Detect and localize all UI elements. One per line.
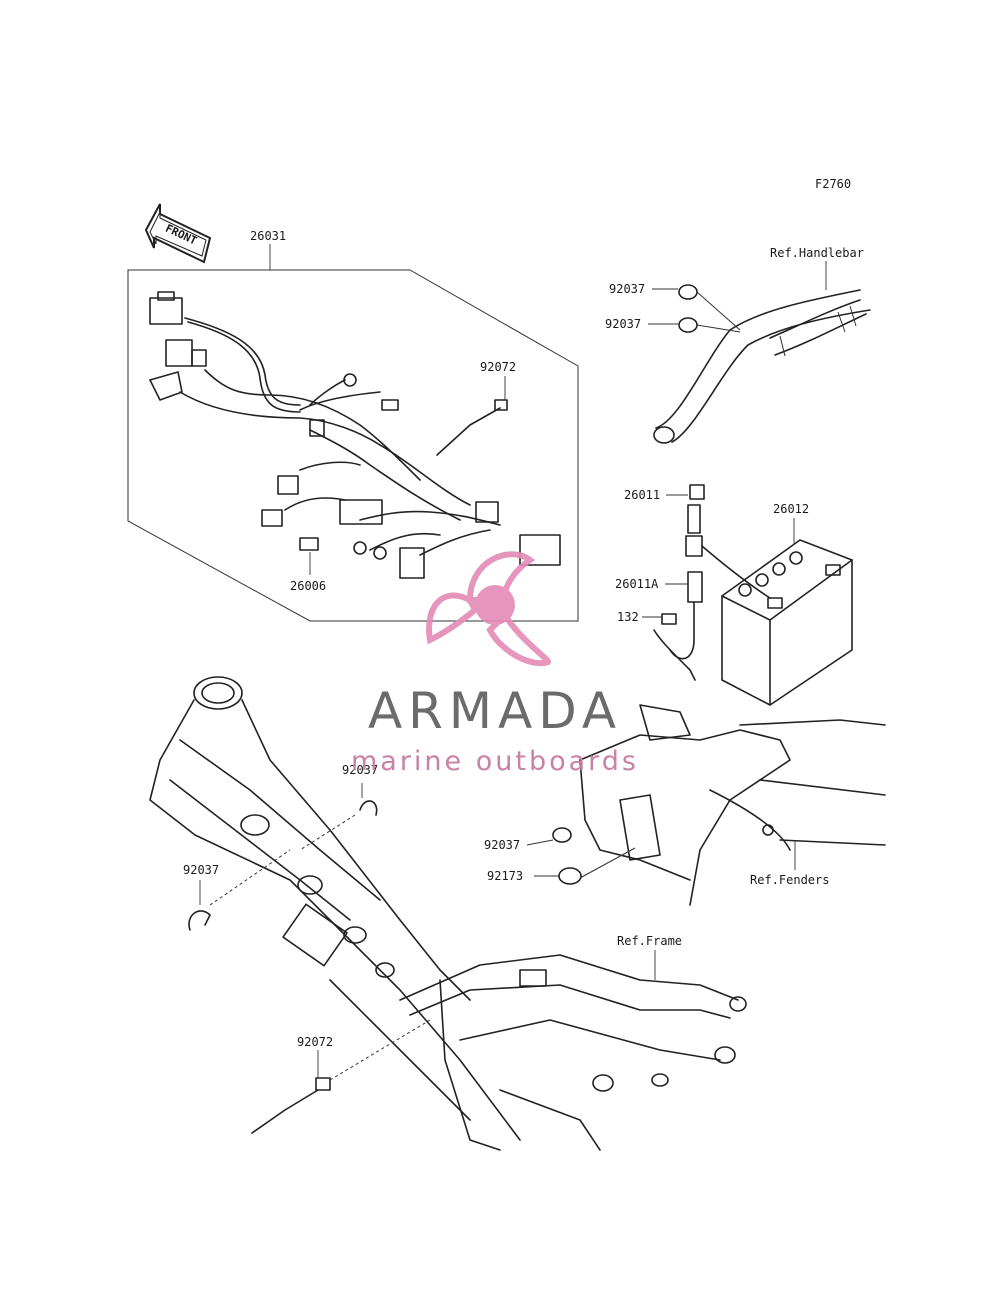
ref-frame-label: Ref.Frame — [617, 934, 682, 948]
figure-code: F2760 — [815, 177, 851, 191]
frame-group: Ref.Frame 92037 92037 92072 — [149, 676, 747, 1151]
callout-92072-harness: 92072 — [480, 360, 516, 374]
front-arrow-icon: FRONT — [144, 203, 212, 264]
armada-watermark: ARMADA marine outboards — [351, 551, 639, 777]
ref-fenders-label: Ref.Fenders — [750, 873, 829, 887]
callout-92037-tray: 92037 — [484, 838, 520, 852]
watermark-tagline: marine outboards — [351, 746, 639, 777]
callout-92037-left: 92037 — [183, 863, 219, 877]
watermark-brand: ARMADA — [368, 682, 622, 740]
handlebar-group: Ref.Handlebar 92037 92037 — [605, 246, 871, 444]
callout-26031: 26031 — [250, 229, 286, 243]
battery-group: 26012 26011 26011A 132 — [615, 484, 853, 706]
callout-132: 132 — [617, 610, 639, 624]
ref-handlebar-label: Ref.Handlebar — [770, 246, 864, 260]
battery-icon — [721, 539, 853, 706]
armada-propeller-logo — [426, 551, 552, 667]
callout-92037-handlebar-2: 92037 — [605, 317, 641, 331]
callout-92037-frame: 92037 — [342, 763, 378, 777]
callout-26006: 26006 — [290, 579, 326, 593]
battery-tray-group: Ref.Fenders 92037 92173 — [484, 704, 886, 906]
wiring-harness-group: 26031 92072 — [127, 229, 579, 622]
callout-26011: 26011 — [624, 488, 660, 502]
harness-box-outline — [127, 269, 579, 622]
callout-26011a: 26011A — [615, 577, 659, 591]
callout-26012: 26012 — [773, 502, 809, 516]
callout-92037-handlebar-1: 92037 — [609, 282, 645, 296]
callout-92072-frame: 92072 — [297, 1035, 333, 1049]
callout-92173: 92173 — [487, 869, 523, 883]
